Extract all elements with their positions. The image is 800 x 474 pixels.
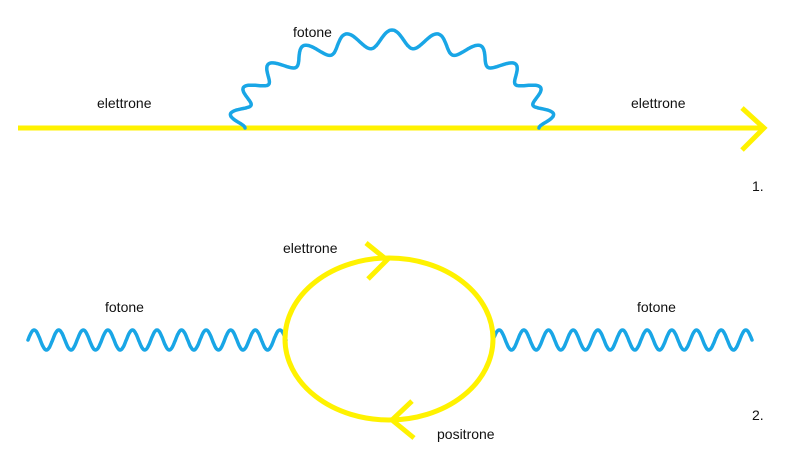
photon-wavy-line-right — [491, 328, 754, 352]
photon-wavy-arc — [228, 28, 556, 130]
electron-label-right: elettrone — [631, 95, 686, 111]
electron-arrowhead — [364, 241, 391, 281]
positron-arrowhead — [388, 399, 416, 440]
positron-label: positrone — [437, 426, 495, 442]
diagram-2 — [26, 241, 754, 440]
diagram-number-2: 2. — [752, 407, 764, 423]
photon-label-right: fotone — [637, 299, 676, 315]
electron-arrowhead — [740, 106, 768, 152]
photon-label-left: fotone — [105, 299, 144, 315]
diagram-1 — [18, 28, 768, 152]
electron-label-loop: elettrone — [283, 240, 338, 256]
photon-label: fotone — [293, 24, 332, 40]
fermion-loop — [282, 255, 496, 423]
diagram-number-1: 1. — [752, 178, 764, 194]
electron-label-left: elettrone — [97, 95, 152, 111]
photon-wavy-line-left — [26, 328, 288, 352]
